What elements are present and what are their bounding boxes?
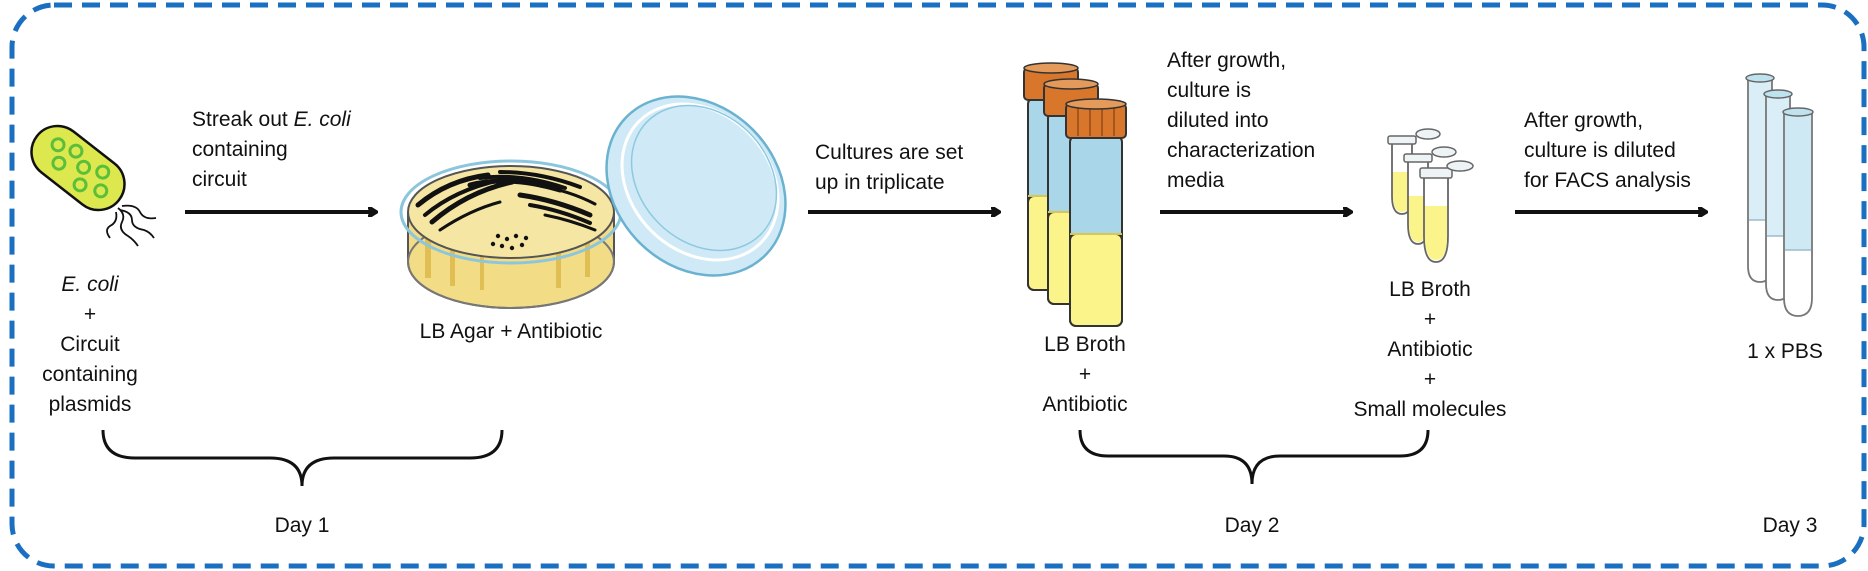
microtube-2-icon [1403,146,1457,245]
flagella-icon [106,204,157,247]
streak-line-2: containing [192,138,288,161]
ecoli-circuit-text: Circuit [60,333,120,356]
day3-label: Day 3 [1762,514,1818,537]
characterization-media-label: LB Broth + Antibiotic + Small molecules [1330,275,1530,425]
streak-line-3: circuit [192,168,247,191]
ecoli-bacterium-icon [30,124,157,247]
ecoli-label: E. coli + Circuit containing plasmids [38,270,142,420]
triplicate-line-1: Cultures are set [815,141,964,164]
pbs-label: 1 x PBS [1747,340,1823,363]
broth-plus: + [1078,363,1092,386]
char-line-2: Antibiotic [1387,338,1473,361]
char-line-3: Small molecules [1353,398,1507,421]
triplicate-line-2: up in triplicate [815,171,945,194]
ecoli-plus: + [83,303,97,326]
char-line-1: LB Broth [1389,278,1471,301]
streak-label: Streak out E. coli containing circuit [192,105,351,195]
dilute2-line-1: After growth, [1524,109,1644,132]
day2-label: Day 2 [1224,514,1280,537]
ecoli-containing-text: containing [42,363,138,386]
dilute2-line-3: for FACS analysis [1524,169,1691,192]
broth-label: LB Broth + Antibiotic [1018,330,1152,420]
broth-line-2: Antibiotic [1042,393,1128,416]
petri-lid-icon [605,95,787,277]
dilute-characterization-label: After growth, culture is diluted into ch… [1167,46,1315,196]
day2-brace [1078,429,1430,485]
broth-line-1: LB Broth [1044,333,1126,356]
dilute1-line-1: After growth, [1167,49,1287,72]
day1-brace [101,429,504,487]
bacterial-streaks-icon [415,170,597,232]
bacterial-colonies-icon [490,233,529,251]
agar-plate-icon [399,159,623,309]
ecoli-name: E. coli [61,273,119,296]
char-plus-2: + [1423,368,1437,391]
ecoli-plasmids-text: plasmids [48,393,132,416]
dilute1-line-3: diluted into [1167,109,1269,132]
streak-line-1: Streak out E. coli [192,108,351,131]
facs-tube-3-icon [1782,107,1814,317]
dilute2-line-2: culture is diluted [1524,139,1676,162]
char-plus-1: + [1423,308,1437,331]
dilute1-line-2: culture is [1167,79,1252,102]
dilute-facs-label: After growth, culture is diluted for FAC… [1524,106,1691,196]
day1-label: Day 1 [274,514,330,537]
triplicate-label: Cultures are set up in triplicate [815,138,963,198]
culture-tube-3-icon [1065,98,1127,327]
microtube-3-icon [1419,160,1474,263]
dilute1-line-4: characterization [1167,139,1316,162]
dilute1-line-5: media [1167,169,1225,192]
plate-label: LB Agar + Antibiotic [419,320,603,343]
dashed-border [9,2,1867,569]
